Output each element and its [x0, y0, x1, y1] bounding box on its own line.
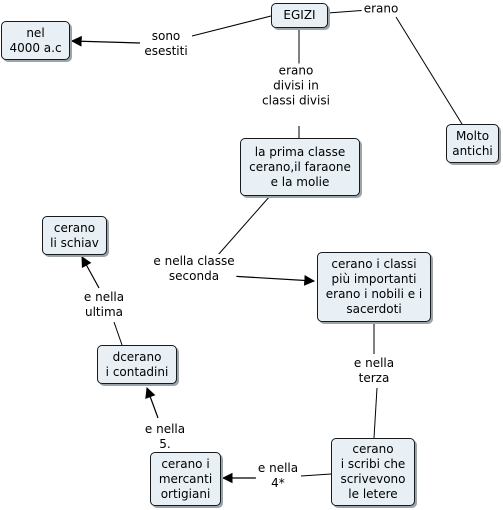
- node-mercanti[interactable]: cerano i mercanti ortigiani: [150, 452, 221, 506]
- link-nella-terza[interactable]: e nella terza: [351, 356, 397, 386]
- node-nobili-sacerdoti[interactable]: cerano i classi più importanti erano i n…: [317, 252, 431, 322]
- link-nella-ultima[interactable]: e nella ultima: [81, 290, 127, 320]
- link-nella-5[interactable]: e nella 5.: [142, 422, 188, 452]
- link-erano[interactable]: erano: [361, 1, 401, 17]
- edge-5-contadini: [145, 386, 159, 419]
- link-nella-4[interactable]: e nella 4*: [255, 461, 301, 491]
- edge-erano-molto-antichi: [395, 16, 463, 125]
- node-prima-classe[interactable]: la prima classe cerano,il faraone e la m…: [240, 138, 360, 196]
- edge-terza-scribi: [373, 387, 378, 439]
- edge-scribi-4: [300, 473, 332, 477]
- edge-egizi-erano: [327, 9, 369, 14]
- link-nella-seconda[interactable]: e nella classe seconda: [151, 254, 237, 284]
- edge-ultima-schiav: [81, 256, 100, 289]
- node-scribi[interactable]: cerano i scribi che scrivevono le letere: [331, 438, 415, 506]
- edge-egizi-sono-esestiti: [191, 15, 272, 37]
- node-contadini[interactable]: dcerano i contadini: [97, 345, 177, 384]
- node-cerano-schiav[interactable]: cerano li schiav: [42, 216, 107, 255]
- edge-prima-classe-seconda: [217, 195, 271, 256]
- edge-sono-esestiti-nel-4000: [70, 35, 141, 47]
- node-nel-4000[interactable]: nel 4000 a.c: [1, 21, 70, 60]
- node-egizi[interactable]: EGIZI: [271, 3, 328, 28]
- link-erano-divisi[interactable]: erano divisi in classi divisi: [260, 63, 332, 109]
- edge-contadini-ultima: [113, 321, 123, 346]
- edge-seconda-nobili: [229, 275, 316, 286]
- link-sono-esestiti[interactable]: sono esestiti: [142, 29, 190, 59]
- node-molto-antichi[interactable]: Molto antichi: [446, 124, 499, 163]
